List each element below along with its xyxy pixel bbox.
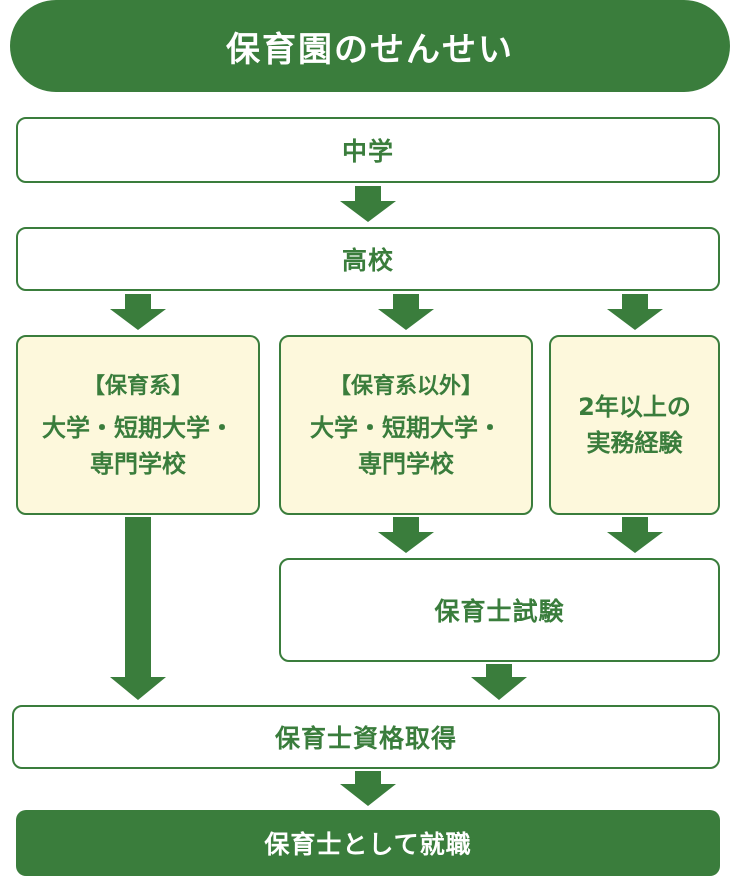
- childcare-school-line2: 専門学校: [90, 450, 186, 478]
- childcare-school-tag: 【保育系】: [82, 374, 193, 399]
- step-high-school-label: 高校: [341, 246, 394, 275]
- diagram-title: 保育園のせんせい: [10, 0, 730, 92]
- arrow-experience-to-exam-icon: [607, 517, 663, 553]
- step-high-school: 高校: [16, 227, 720, 291]
- arrow-high-to-other-icon: [378, 294, 434, 330]
- arrow-qualification-to-employment-icon: [340, 771, 396, 806]
- arrow-childcare-to-qualification-icon: [110, 517, 166, 700]
- step-junior-high-label: 中学: [341, 137, 394, 166]
- arrow-high-to-experience-icon: [607, 294, 663, 330]
- arrow-junior-to-high-icon: [340, 186, 396, 222]
- step-other-school: 【保育系以外】 大学・短期大学・ 専門学校: [279, 335, 533, 515]
- step-experience: 2年以上の 実務経験: [549, 335, 720, 515]
- arrow-other-to-exam-icon: [378, 517, 434, 553]
- step-qualification: 保育士資格取得: [12, 705, 720, 769]
- arrow-high-to-childcare-icon: [110, 294, 166, 330]
- step-qualification-label: 保育士資格取得: [274, 724, 457, 753]
- arrow-exam-to-qualification-icon: [471, 664, 527, 700]
- step-junior-high: 中学: [16, 117, 720, 183]
- childcare-school-line1: 大学・短期大学・: [42, 414, 234, 442]
- step-exam: 保育士試験: [279, 558, 720, 662]
- experience-line2: 実務経験: [586, 429, 683, 457]
- other-school-line1: 大学・短期大学・: [310, 414, 502, 442]
- experience-line1: 2年以上の: [578, 393, 691, 421]
- other-school-tag: 【保育系以外】: [328, 374, 483, 399]
- step-employment: 保育士として就職: [16, 810, 720, 876]
- other-school-line2: 専門学校: [358, 450, 454, 478]
- step-childcare-school: 【保育系】 大学・短期大学・ 専門学校: [16, 335, 260, 515]
- step-exam-label: 保育士試験: [434, 597, 565, 626]
